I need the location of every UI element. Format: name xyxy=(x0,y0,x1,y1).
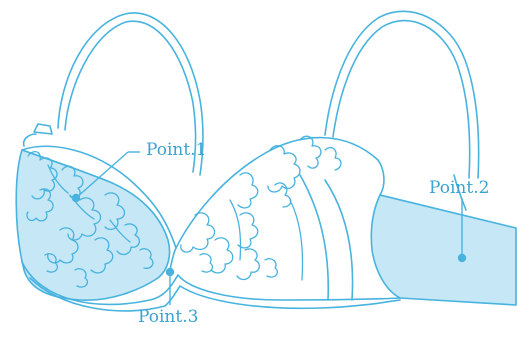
hook-detail xyxy=(24,124,52,146)
label-point-3: Point.3 xyxy=(138,309,198,326)
right-cup-outline xyxy=(176,138,384,300)
leader-line-point3 xyxy=(167,269,174,306)
label-point-2: Point.2 xyxy=(429,180,489,197)
right-band xyxy=(371,195,516,305)
label-point-1: Point.1 xyxy=(146,142,206,159)
left-side-band xyxy=(16,150,169,300)
